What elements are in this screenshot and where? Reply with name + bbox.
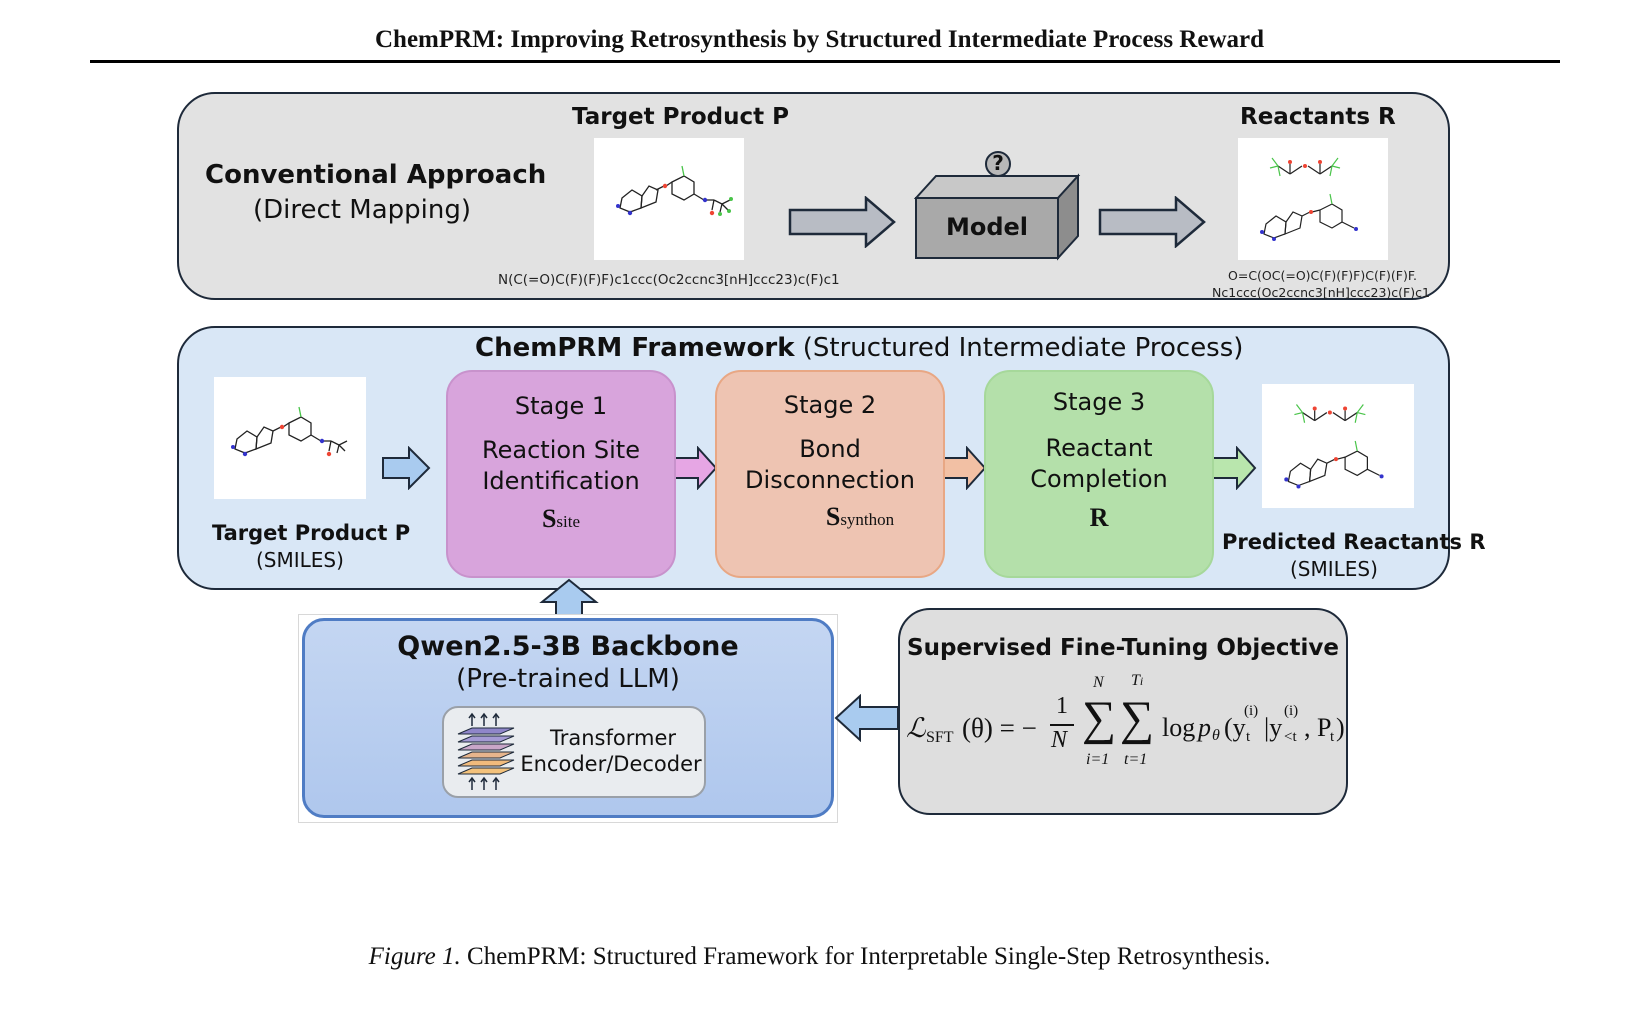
stage-2-line2: Disconnection	[745, 466, 915, 494]
target-product-heading: Target Product P	[572, 104, 789, 130]
stage-3-symbol: R	[984, 503, 1214, 533]
sft-title: Supervised Fine-Tuning Objective	[907, 635, 1339, 661]
sft-panel	[898, 608, 1348, 815]
framework-title: ChemPRM Framework (Structured Intermedia…	[475, 333, 1243, 363]
transformer-layers-icon	[457, 712, 515, 790]
eq-loss-sub: SFT	[926, 729, 954, 746]
target-molecule-image	[594, 138, 744, 260]
input-sub: (SMILES)	[256, 548, 344, 572]
output-molecule-structure	[1284, 404, 1384, 489]
framework-title-bold: ChemPRM Framework	[475, 333, 795, 363]
reactants-smiles-line2: Nc1ccc(Oc2ccnc3[nH]ccc23)c(F)c1	[1212, 285, 1430, 300]
stage-2-title: Stage 2	[783, 391, 877, 419]
eq-y-sup: (i)	[1244, 703, 1259, 719]
eq-y: (y	[1224, 713, 1246, 742]
eq-theta: (θ) = −	[962, 713, 1037, 743]
stage-2-symbol-sub: synthon	[840, 510, 895, 529]
eq-bar: |y	[1264, 713, 1283, 742]
arrow-input-to-stage1	[382, 446, 431, 490]
model-label: Model	[945, 213, 1029, 241]
conventional-panel	[177, 92, 1450, 300]
figure-caption: Figure 1. ChemPRM: Structured Framework …	[0, 943, 1639, 971]
reactants-heading: Reactants R	[1240, 104, 1396, 130]
eq-sum2-top-main: T	[1131, 672, 1140, 689]
model-box	[914, 151, 1081, 261]
stage-3-box	[984, 370, 1214, 578]
reactants-smiles-line1: O=C(OC(=O)C(F)(F)F)C(F)(F)F.	[1228, 268, 1418, 283]
eq-y2-sub: <t	[1284, 729, 1297, 745]
framework-title-rest: (Structured Intermediate Process)	[794, 333, 1244, 363]
output-label: Predicted Reactants R	[1222, 530, 1486, 554]
eq-y-sub: t	[1246, 729, 1251, 745]
backbone-subtitle: (Pre-trained LLM)	[456, 664, 680, 694]
eq-tail: , P	[1304, 713, 1332, 742]
stage-2-line1: Bond	[799, 435, 861, 463]
backbone-title: Qwen2.5-3B Backbone	[397, 631, 739, 662]
reactants-molecule-structure	[1260, 157, 1358, 241]
target-molecule-structure	[616, 165, 733, 216]
eq-tail-sub: t	[1330, 729, 1335, 745]
caption-text: ChemPRM: Structured Framework for Interp…	[460, 943, 1271, 970]
stage-1-box	[446, 370, 676, 578]
eq-loss-symbol: ℒ	[906, 713, 926, 743]
eq-sum-2: ∑	[1120, 692, 1155, 745]
eq-log: log	[1162, 713, 1196, 742]
eq-close: )	[1336, 713, 1345, 742]
arrow-stage1-to-stage2	[673, 446, 718, 490]
sft-equation: ℒ SFT (θ) = − 1 N ∑ N i=1 ∑ Ti t=1 log p…	[906, 672, 1346, 787]
stage-2-box	[715, 370, 945, 578]
header-rule	[90, 60, 1560, 63]
reactants-molecule-image	[1238, 138, 1388, 260]
question-badge-icon: ?	[992, 151, 1004, 175]
transformer-line1: Transformer	[549, 726, 676, 750]
stage-3-title: Stage 3	[1052, 388, 1146, 416]
stage-1-symbol-sub: site	[556, 512, 581, 531]
input-molecule-image	[214, 377, 366, 499]
stage-1-title: Stage 1	[514, 392, 608, 420]
eq-frac-den: N	[1051, 727, 1068, 753]
eq-p: p	[1198, 713, 1211, 742]
stage-1-symbol: Ssite	[446, 504, 676, 534]
eq-sum2-top: Ti	[1131, 672, 1143, 690]
stage-3-line1: Reactant	[1045, 434, 1153, 462]
stage-1-line2: Identification	[482, 467, 640, 495]
stage-1-line1: Reaction Site	[482, 436, 640, 464]
output-molecule-image	[1262, 384, 1414, 508]
conventional-subtitle: (Direct Mapping)	[253, 195, 471, 225]
eq-sum2-top-sub: i	[1139, 674, 1144, 688]
arrow-stage3-to-output	[1212, 446, 1257, 490]
target-smiles: N(C(=O)C(F)(F)F)c1ccc(Oc2ccnc3[nH]ccc23)…	[498, 272, 840, 288]
stage-3-line2: Completion	[1030, 465, 1168, 493]
eq-p-sub: θ	[1212, 727, 1220, 744]
arrow-sft-to-backbone	[834, 694, 899, 742]
eq-sum-1: ∑	[1082, 692, 1117, 745]
eq-sum2-bot: t=1	[1124, 751, 1148, 768]
transformer-line2: Encoder/Decoder	[520, 752, 702, 776]
eq-frac-bar	[1050, 724, 1074, 726]
input-label: Target Product P	[212, 521, 411, 545]
stage-2-symbol-main: S	[825, 502, 841, 531]
eq-sum1-bot: i=1	[1086, 751, 1110, 768]
stage-1-symbol-main: S	[541, 504, 557, 533]
eq-sum1-top: N	[1093, 674, 1104, 691]
eq-y2-sup: (i)	[1284, 703, 1299, 719]
stage-3-symbol-main: R	[1089, 503, 1109, 532]
eq-frac-num: 1	[1056, 693, 1068, 719]
caption-label: Figure 1.	[368, 943, 461, 970]
output-sub: (SMILES)	[1290, 557, 1378, 581]
arrow-stage2-to-stage3	[942, 446, 987, 490]
running-header: ChemPRM: Improving Retrosynthesis by Str…	[374, 26, 1265, 53]
stage-2-symbol: Ssynthon	[745, 502, 975, 532]
arrow-to-model	[788, 196, 896, 248]
conventional-title: Conventional Approach	[205, 160, 547, 190]
input-molecule-structure	[231, 406, 348, 457]
arrow-to-reactants	[1098, 196, 1206, 248]
